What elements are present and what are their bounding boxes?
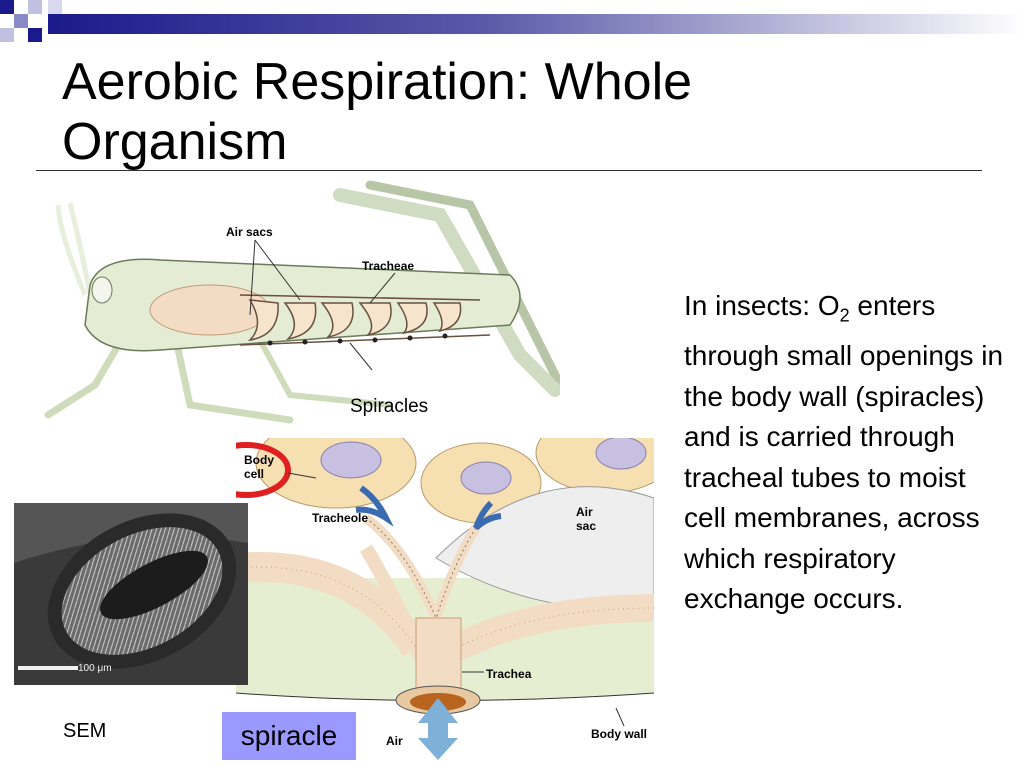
sem-image xyxy=(14,503,248,685)
sem-label: SEM xyxy=(63,720,107,742)
air-sac-label-line2: sac xyxy=(576,519,596,533)
body-cell-label-line2: cell xyxy=(244,467,264,481)
slide-title: Aerobic Respiration: Whole Organism xyxy=(62,53,693,171)
highlight-circle xyxy=(236,442,291,498)
title-divider xyxy=(36,170,982,171)
sem-scale-label: 100 μm xyxy=(78,663,112,674)
tracheole-label: Tracheole xyxy=(312,511,368,525)
air-sac-label-line1: Air xyxy=(576,505,593,519)
trachea-label: Trachea xyxy=(486,667,532,681)
spiracles-label: Spiracles xyxy=(350,396,429,417)
air-label: Air xyxy=(386,734,403,748)
body-cell-label-line1: Body xyxy=(244,453,274,467)
slide-body-text: In insects: O2 enters through small open… xyxy=(684,286,1014,620)
spiracle-tag: spiracle xyxy=(222,712,356,760)
air-sacs-label: Air sacs xyxy=(226,225,273,239)
body-text-suffix: enters through small openings in the bod… xyxy=(684,290,1004,615)
grasshopper-diagram: Air sacs Tracheae xyxy=(44,180,560,424)
tracheae-label: Tracheae xyxy=(362,259,414,273)
body-text-subscript: 2 xyxy=(839,305,850,326)
body-wall-label: Body wall xyxy=(591,727,647,741)
header-decoration xyxy=(0,0,1024,42)
body-text-prefix: In insects: O xyxy=(684,290,840,321)
